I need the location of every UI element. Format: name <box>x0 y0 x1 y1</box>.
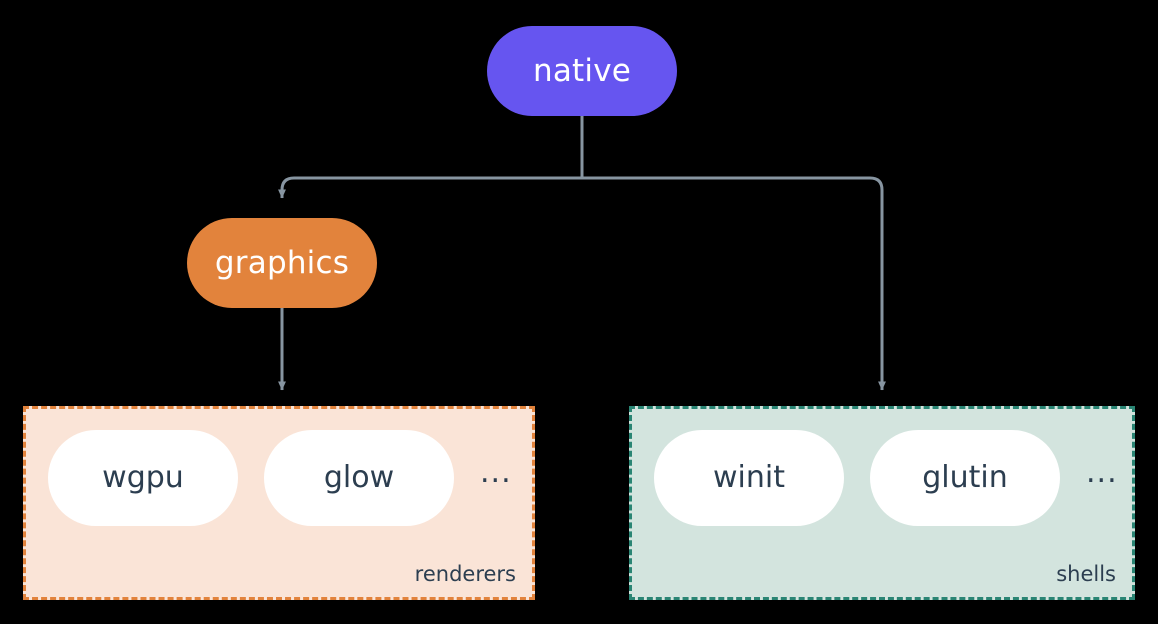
node-graphics[interactable]: graphics <box>187 218 377 308</box>
chip-winit-label: winit <box>713 460 785 495</box>
chip-glow[interactable]: glow <box>264 430 454 526</box>
edge-native-to-shells <box>582 176 886 391</box>
node-graphics-label: graphics <box>214 244 350 281</box>
chip-glutin-label: glutin <box>922 460 1008 495</box>
edge-native-to-graphics <box>278 176 582 199</box>
chip-glutin[interactable]: glutin <box>870 430 1060 526</box>
chip-wgpu-label: wgpu <box>102 460 184 495</box>
group-shells-caption: shells <box>1056 562 1116 586</box>
chip-winit[interactable]: winit <box>654 430 844 526</box>
group-shells-items: winit glutin ... <box>632 430 1132 526</box>
group-renderers-caption: renderers <box>414 562 516 586</box>
shells-overflow-ellipsis: ... <box>1086 455 1118 490</box>
group-shells[interactable]: winit glutin ... shells <box>629 406 1135 600</box>
node-native[interactable]: native <box>487 26 677 116</box>
renderers-overflow-ellipsis: ... <box>480 455 512 490</box>
group-renderers-items: wgpu glow ... <box>26 430 532 526</box>
node-native-label: native <box>532 52 632 89</box>
chip-glow-label: glow <box>323 460 395 495</box>
group-renderers[interactable]: wgpu glow ... renderers <box>23 406 535 600</box>
chip-wgpu[interactable]: wgpu <box>48 430 238 526</box>
